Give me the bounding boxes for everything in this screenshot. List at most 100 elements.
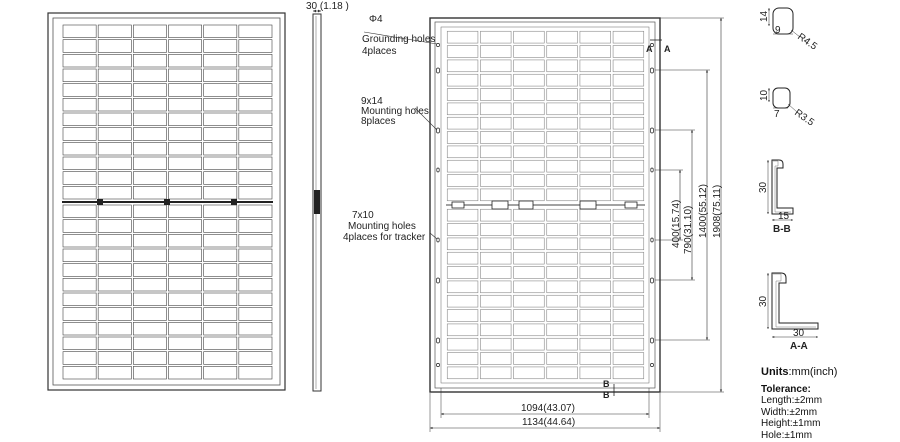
solar-cell bbox=[446, 352, 479, 365]
solar-cell bbox=[612, 116, 645, 130]
solar-cell bbox=[62, 98, 97, 112]
solar-cell bbox=[133, 234, 167, 248]
solar-cell bbox=[97, 186, 132, 200]
solar-cell bbox=[203, 292, 238, 306]
solar-cell bbox=[133, 83, 167, 97]
solar-cell bbox=[612, 188, 645, 202]
grounding-hole bbox=[436, 43, 440, 47]
solar-cell bbox=[97, 171, 132, 185]
solar-cell bbox=[238, 351, 273, 365]
section-b-label-top: B bbox=[603, 379, 610, 389]
solar-cell bbox=[97, 112, 132, 126]
solar-cell bbox=[513, 131, 545, 144]
solar-cell bbox=[579, 30, 611, 44]
solar-cell bbox=[480, 237, 512, 251]
solar-cell bbox=[203, 366, 238, 380]
rear-frame-lip bbox=[440, 26, 650, 384]
solar-cell bbox=[480, 73, 512, 87]
solar-cell bbox=[203, 351, 238, 365]
solar-cell bbox=[97, 39, 132, 53]
solar-cell bbox=[203, 127, 238, 141]
section-aa: 30 30 A-A bbox=[758, 272, 819, 352]
solar-cell bbox=[238, 171, 273, 185]
section-bb-title: B-B bbox=[773, 224, 791, 235]
solar-cell bbox=[579, 116, 611, 130]
solar-cell bbox=[579, 251, 611, 265]
solar-cell bbox=[446, 366, 479, 380]
solar-cell bbox=[513, 188, 545, 202]
solar-cell bbox=[97, 336, 132, 350]
solar-cell bbox=[446, 266, 479, 279]
solar-cell bbox=[612, 131, 645, 144]
solar-cell bbox=[480, 337, 512, 351]
solar-cell bbox=[612, 337, 645, 351]
dim-1908-label: 1908(75.11) bbox=[712, 185, 723, 238]
solar-cell bbox=[446, 323, 479, 337]
solar-cell bbox=[62, 292, 97, 306]
solar-cell bbox=[62, 83, 97, 97]
section-aa-title: A-A bbox=[790, 341, 808, 352]
solar-cell bbox=[168, 142, 202, 156]
solar-cell bbox=[546, 102, 578, 116]
solar-cell bbox=[579, 159, 611, 173]
width-dimensions: 1094(43.07) 1134(44.64) bbox=[429, 388, 661, 432]
solar-cell bbox=[238, 39, 273, 53]
solar-cell bbox=[612, 280, 645, 294]
solar-cell bbox=[203, 336, 238, 350]
dim-790-label: 790(31.10) bbox=[683, 206, 694, 254]
solar-cell bbox=[168, 186, 202, 200]
solar-cell bbox=[238, 292, 273, 306]
solar-cell bbox=[133, 142, 167, 156]
mounting-line1: Mounting holes bbox=[361, 106, 429, 117]
solar-cell bbox=[97, 83, 132, 97]
grounding-line2: 4places bbox=[362, 46, 396, 57]
solar-cell bbox=[133, 292, 167, 306]
solar-cell bbox=[238, 186, 273, 200]
solar-cell bbox=[133, 156, 167, 170]
junction-box-center bbox=[518, 200, 534, 210]
tracker-callout: 7x10 Mounting holes 4places for tracker bbox=[343, 210, 438, 243]
solar-cell bbox=[513, 208, 545, 222]
tolerance-length: Length:±2mm bbox=[761, 395, 823, 406]
section-aa-inner bbox=[773, 273, 816, 328]
solar-cell bbox=[579, 266, 611, 279]
solar-cell bbox=[238, 322, 273, 336]
solar-cell bbox=[133, 204, 167, 218]
tolerance-width: Width:±2mm bbox=[761, 406, 818, 418]
units-line: Units:mm(inch) bbox=[761, 366, 896, 379]
solar-cell bbox=[62, 54, 97, 68]
solar-cell bbox=[480, 366, 512, 380]
solar-cell bbox=[446, 174, 479, 187]
units-label: Units bbox=[761, 366, 789, 378]
solar-cell bbox=[203, 98, 238, 112]
solar-cell bbox=[546, 266, 578, 279]
solar-cell bbox=[168, 234, 202, 248]
solar-cell bbox=[446, 145, 479, 159]
solar-cell bbox=[612, 73, 645, 87]
solar-cell bbox=[133, 336, 167, 350]
solar-cell bbox=[133, 98, 167, 112]
rear-junction-boxes bbox=[446, 200, 645, 210]
solar-cell bbox=[203, 219, 238, 233]
front-frame-inner bbox=[52, 17, 281, 386]
junction-box-left bbox=[491, 200, 509, 210]
solar-cell bbox=[62, 336, 97, 350]
solar-cell bbox=[579, 102, 611, 116]
solar-cell bbox=[168, 54, 202, 68]
solar-cell bbox=[480, 223, 512, 236]
grounding-hole bbox=[436, 363, 440, 367]
solar-cell bbox=[546, 237, 578, 251]
junction-mark bbox=[97, 199, 103, 205]
solar-cell bbox=[612, 237, 645, 251]
side-junction-box bbox=[314, 190, 320, 214]
solar-cell bbox=[513, 323, 545, 337]
solar-cell bbox=[513, 352, 545, 365]
tracker-spec: 7x10 bbox=[352, 210, 374, 221]
section-aa-height: 30 bbox=[758, 295, 769, 307]
solar-cell bbox=[612, 30, 645, 44]
solar-cell bbox=[480, 102, 512, 116]
solar-cell bbox=[133, 278, 167, 292]
solar-cell bbox=[446, 159, 479, 173]
solar-cell bbox=[168, 351, 202, 365]
solar-cell bbox=[579, 45, 611, 58]
